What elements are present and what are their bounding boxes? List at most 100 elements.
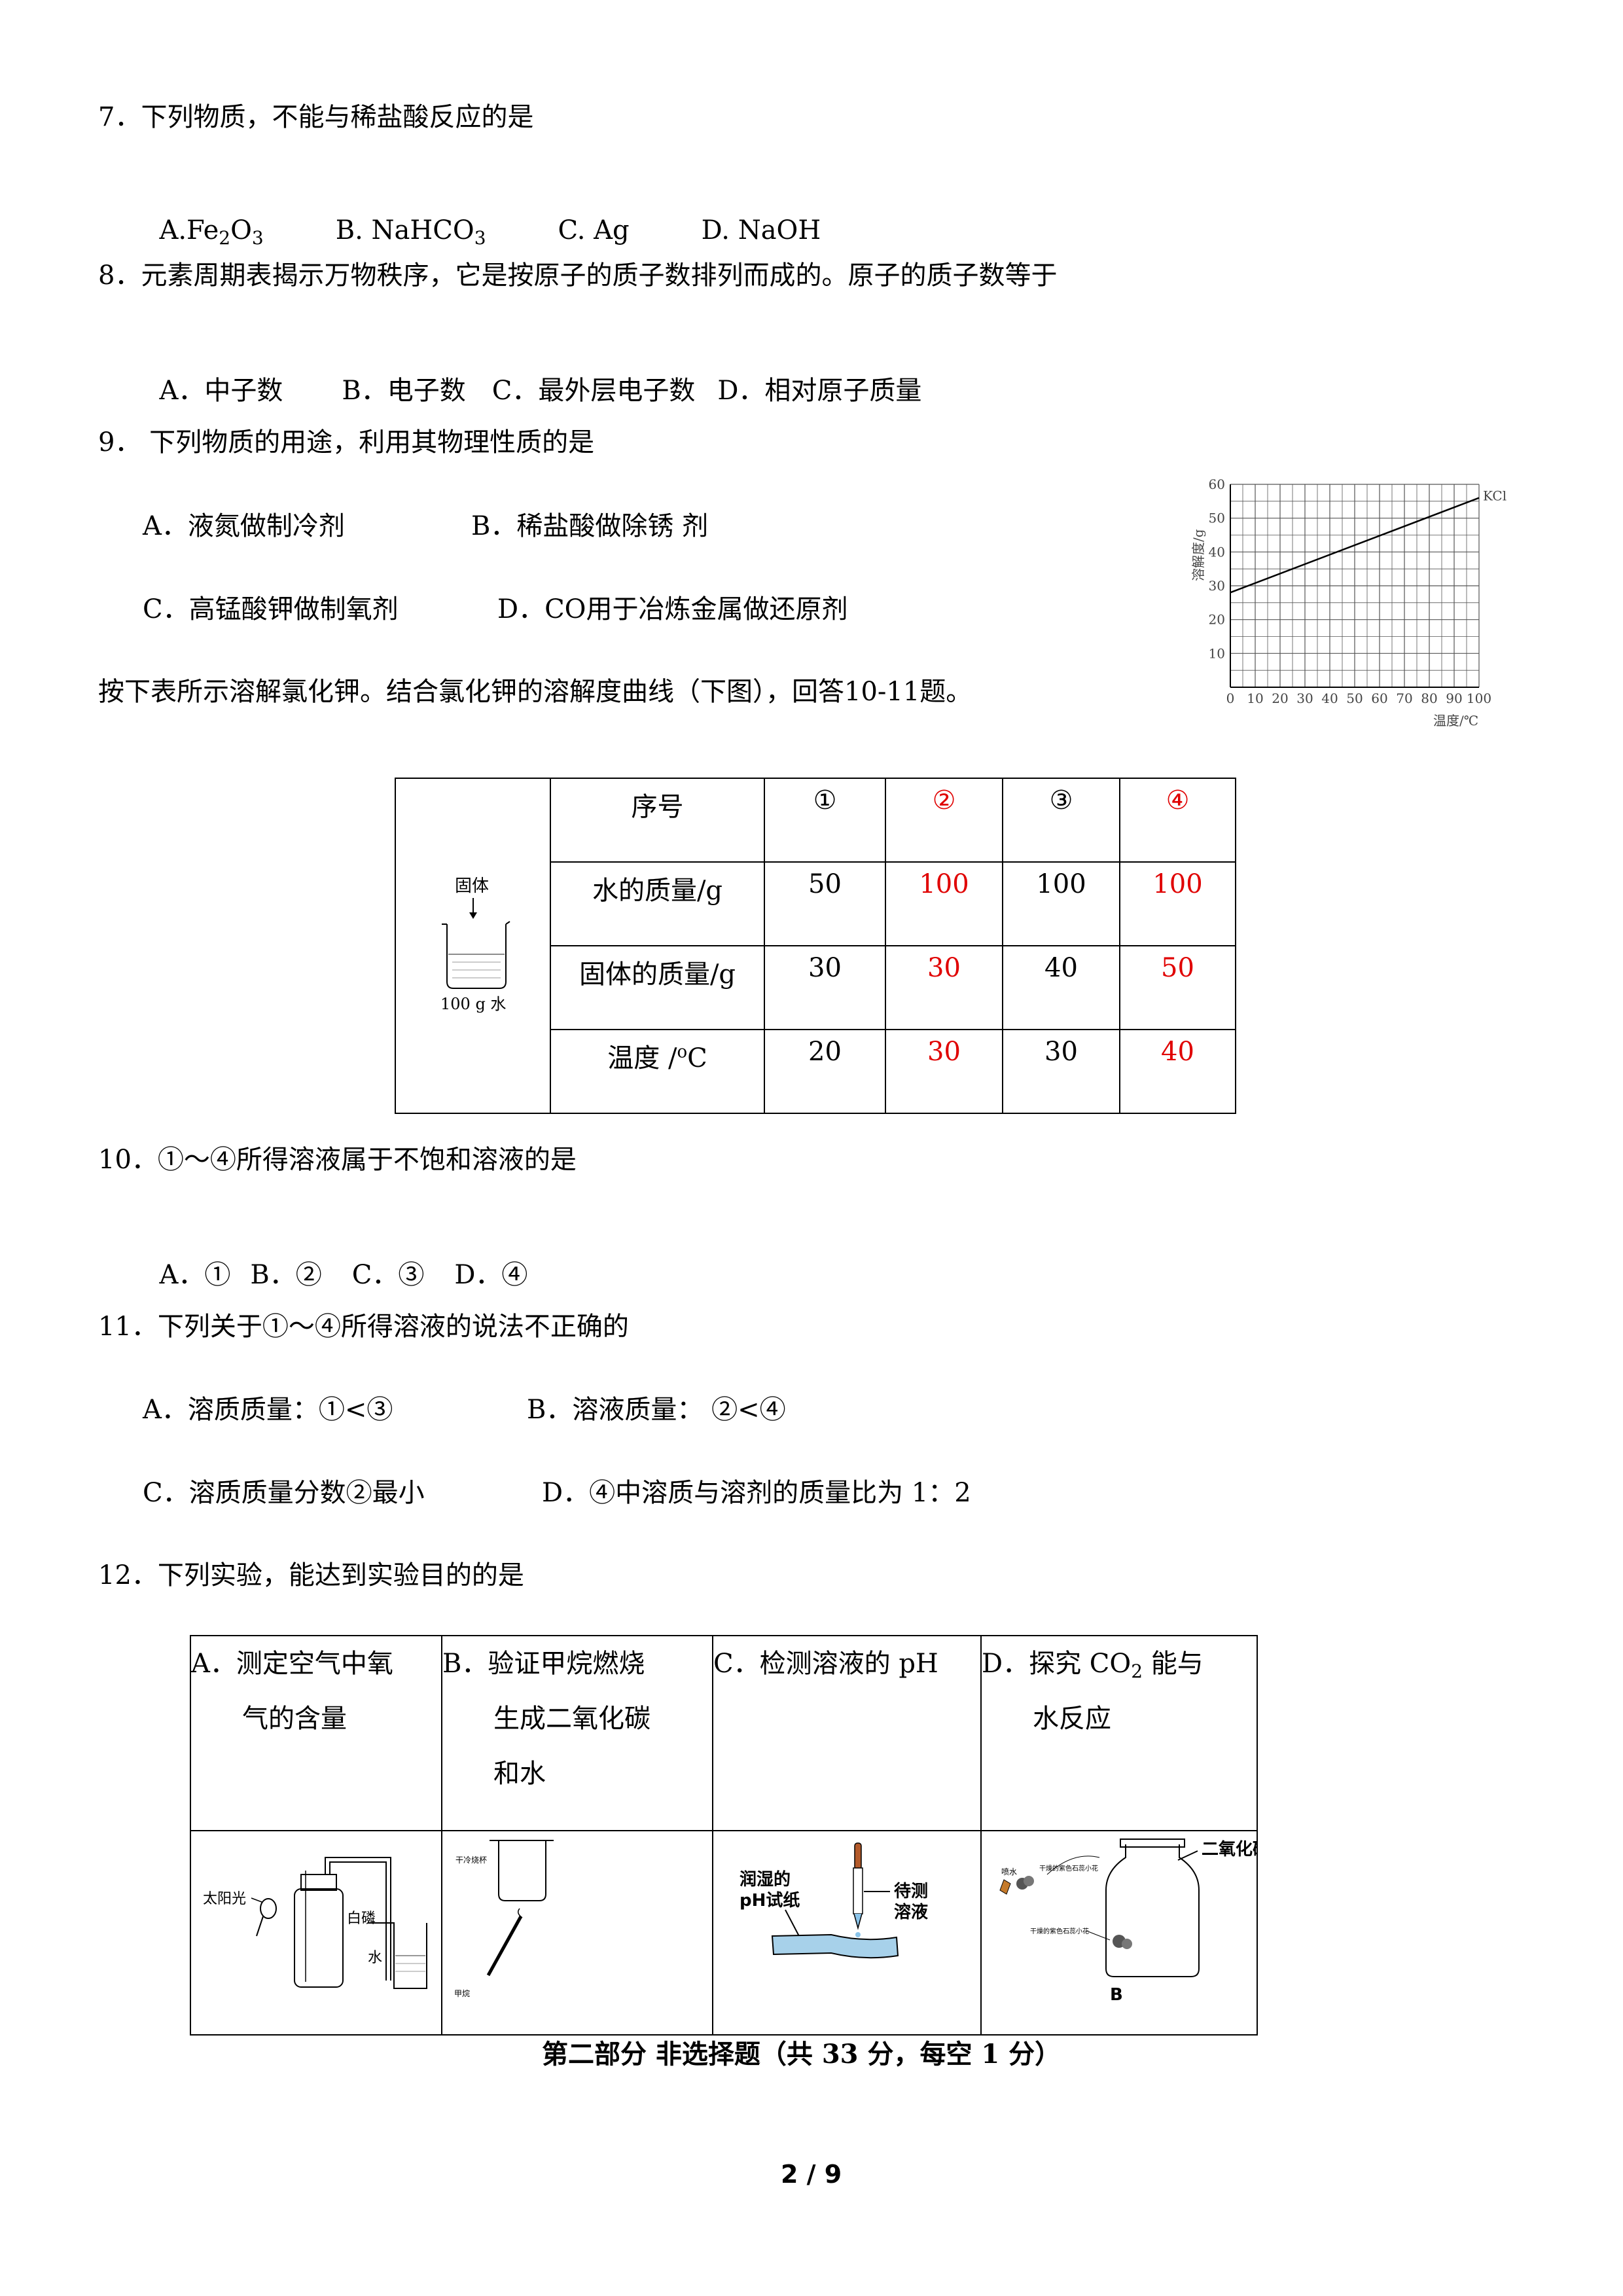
label-phosphorus: 白磷	[347, 1910, 376, 1927]
label-flower-2: 干燥的紫色石蕊小花	[1030, 1927, 1089, 1935]
q12-stem: 12．下列实验，能达到实验目的的是	[98, 1560, 524, 1590]
y-tick-label: 50	[1209, 511, 1225, 526]
q8-option-b: B．电子数	[342, 376, 466, 406]
y-tick-label: 10	[1209, 645, 1225, 661]
series-label-kcl: KCl	[1483, 488, 1507, 504]
cell-water-3: 100	[1002, 861, 1120, 946]
cell-index-1: ①	[764, 778, 886, 863]
inverted-beaker-icon	[498, 1840, 546, 1901]
exp-c-figure-cell: 润湿的 pH试纸 待测 溶液	[712, 1830, 982, 2036]
series-line-kcl	[1230, 497, 1480, 594]
exp-d-apparatus: 喷水 干燥的紫色石蕊小花 二氧化碳 干燥的紫色石蕊小花 B	[999, 1839, 1270, 2005]
q11-option-d: D．④中溶质与溶剂的质量比为 1：2	[542, 1478, 971, 1508]
q8-option-c: C．最外层电子数	[491, 376, 696, 406]
exp-b-figure-cell: 干冷烧杯 甲烷	[441, 1830, 713, 2036]
y-tick-label: 40	[1209, 544, 1225, 560]
data-table: 固体 100 g 水 序号 ① ② ③ ④ 水的质量/g 50 100 100 …	[395, 778, 1236, 1114]
row-label-solid: 固体的质量/g	[550, 945, 765, 1030]
spray-bottle-icon	[999, 1879, 1011, 1895]
dropper-icon	[853, 1867, 863, 1914]
gas-bottle-icon	[1105, 1844, 1200, 1977]
cell-index-2: ②	[885, 778, 1003, 863]
y-tick-label: 30	[1209, 578, 1225, 594]
label-beaker: 干冷烧杯	[455, 1856, 487, 1865]
cell-temp-2: 30	[885, 1029, 1003, 1114]
q8-stem: 8．元素周期表揭示万物秩序，它是按原子的质子数排列而成的。原子的质子数等于	[98, 260, 1058, 291]
lens-icon	[260, 1898, 277, 1919]
dropper-bulb-icon	[854, 1842, 862, 1870]
cell-temp-3: 30	[1002, 1029, 1120, 1114]
cell-temp-1: 20	[764, 1029, 886, 1114]
q10-option-b: B．②	[250, 1260, 322, 1290]
x-tick-label: 30	[1296, 691, 1313, 706]
exp-c-text: C．检测溶液的 pH	[712, 1635, 982, 1831]
chart-xlabel: 温度/℃	[1433, 713, 1478, 728]
label-ph-paper: 润湿的	[740, 1869, 791, 1890]
q7-option-a: A.Fe2O3	[159, 215, 264, 249]
exp-b-text: B．验证甲烷燃烧生成二氧化碳和水	[441, 1635, 713, 1831]
beaker-solid-label: 固体	[455, 876, 489, 896]
exp-a-text: A．测定空气中氧气的含量	[190, 1635, 442, 1831]
x-tick-label: 20	[1272, 691, 1288, 706]
q8-option-a: A．中子数	[159, 376, 283, 406]
label-methane: 甲烷	[454, 1989, 470, 1998]
label-b: B	[1110, 1985, 1123, 2005]
intro-10-11: 按下表所示溶解氯化钾。结合氯化钾的溶解度曲线（下图），回答10-11题。	[98, 677, 972, 707]
cell-water-2: 100	[885, 861, 1003, 946]
x-tick-label: 0	[1226, 691, 1235, 706]
q7-option-b: B. NaHCO3	[335, 215, 486, 249]
exp-a-figure-cell: 太阳光 白磷 水	[190, 1830, 442, 2036]
section-title: 第二部分 非选择题（共 33 分，每空 1 分）	[542, 2039, 1061, 2070]
q11-option-b: B．溶液质量： ②<④	[527, 1395, 786, 1425]
exp-d-figure-cell: 喷水 干燥的紫色石蕊小花 二氧化碳 干燥的紫色石蕊小花 B	[980, 1830, 1270, 2036]
cell-index-4: ④	[1119, 778, 1236, 863]
q11-option-a: A．溶质质量：①<③	[143, 1395, 393, 1425]
page-number: 2 / 9	[781, 2160, 842, 2189]
q7-stem: 7．下列物质，不能与稀盐酸反应的是	[98, 102, 534, 132]
cell-solid-1: 30	[764, 945, 886, 1030]
q11-option-c: C．溶质质量分数②最小	[143, 1478, 425, 1508]
q7-option-c: C. Ag	[558, 215, 630, 245]
label-spray: 喷水	[1001, 1867, 1017, 1876]
beaker-water-label: 100 g 水	[440, 995, 506, 1013]
q11-stem: 11．下列关于①～④所得溶液的说法不正确的	[98, 1312, 629, 1342]
cell-index-3: ③	[1002, 778, 1120, 863]
x-tick-label: 50	[1346, 691, 1363, 706]
label-solution: 待测	[894, 1882, 928, 1901]
flask-icon	[294, 1888, 344, 1988]
q9-option-b: B．稀盐酸做除锈 剂	[471, 511, 709, 541]
y-tick-label: 20	[1209, 612, 1225, 628]
q9-option-a: A．液氮做制冷剂	[143, 511, 345, 541]
q10-stem: 10．①～④所得溶液属于不饱和溶液的是	[98, 1145, 577, 1175]
x-tick-label: 90	[1446, 691, 1462, 706]
x-tick-label: 80	[1421, 691, 1437, 706]
x-tick-label: 100	[1467, 691, 1491, 706]
row-label-index: 序号	[550, 778, 765, 863]
cell-temp-4: 40	[1119, 1029, 1236, 1114]
chart-ylabel: 溶解度/g	[1190, 529, 1206, 581]
label-sun: 太阳光	[203, 1891, 246, 1907]
exp-d-text: D．探究 CO2 能与水反应	[980, 1635, 1258, 1831]
label-co2: 二氧化碳	[1202, 1840, 1257, 1859]
row-label-temperature: 温度 /oC	[550, 1029, 765, 1114]
chart-series: KCl	[1230, 488, 1507, 594]
q9-option-c: C．高锰酸钾做制氧剂	[143, 594, 399, 624]
beaker-figure: 固体 100 g 水	[440, 876, 510, 1013]
experiment-table: A．测定空气中氧气的含量 B．验证甲烷燃烧生成二氧化碳和水 C．检测溶液的 pH…	[190, 1635, 1270, 2036]
x-tick-label: 40	[1321, 691, 1338, 706]
ph-paper-strip	[771, 1933, 899, 1959]
beaker-icon	[368, 1922, 427, 1989]
label-solution-2: 溶液	[894, 1902, 928, 1922]
q10-option-c: C．③	[351, 1260, 425, 1290]
exp-a-apparatus: 太阳光 白磷 水	[203, 1857, 427, 1989]
y-tick-label: 60	[1209, 478, 1225, 492]
cell-water-1: 50	[764, 861, 886, 946]
row-label-water: 水的质量/g	[550, 861, 765, 946]
x-tick-label: 10	[1247, 691, 1263, 706]
cell-solid-3: 40	[1002, 945, 1120, 1030]
beaker-figure-cell: 固体 100 g 水	[395, 778, 551, 1114]
